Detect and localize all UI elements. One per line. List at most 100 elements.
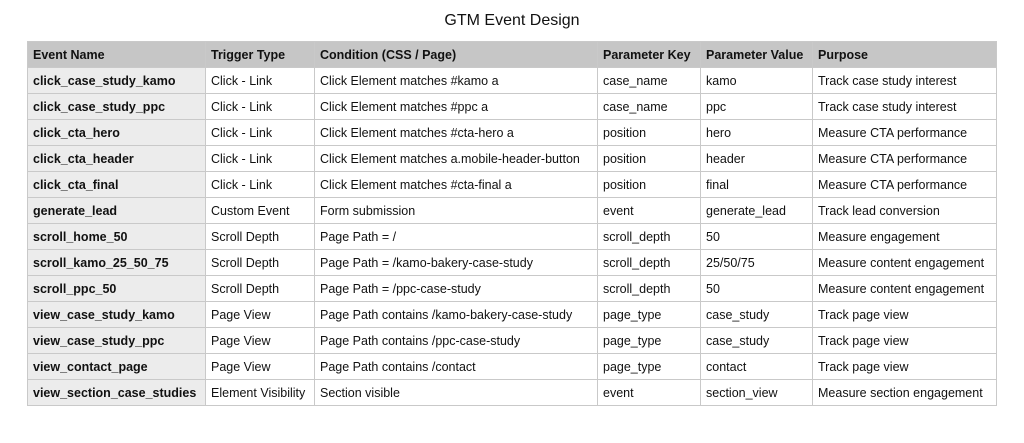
purpose-cell: Measure CTA performance [812, 119, 997, 146]
parameter-key-cell: position [597, 145, 701, 172]
event-name-cell: click_cta_hero [27, 119, 206, 146]
event-name-cell: click_cta_final [27, 171, 206, 198]
parameter-value-cell: case_study [700, 327, 813, 354]
trigger-type-cell: Scroll Depth [205, 223, 315, 250]
trigger-type-cell: Click - Link [205, 93, 315, 120]
event-name-cell: scroll_home_50 [27, 223, 206, 250]
column-header-trigger-type: Trigger Type [205, 41, 315, 68]
condition-cell: Form submission [314, 197, 598, 224]
condition-cell: Click Element matches #ppc a [314, 93, 598, 120]
trigger-type-cell: Click - Link [205, 145, 315, 172]
parameter-key-cell: case_name [597, 67, 701, 94]
trigger-type-cell: Page View [205, 353, 315, 380]
purpose-cell: Track case study interest [812, 93, 997, 120]
purpose-cell: Measure content engagement [812, 249, 997, 276]
parameter-value-cell: ppc [700, 93, 813, 120]
purpose-cell: Measure content engagement [812, 275, 997, 302]
parameter-key-cell: page_type [597, 327, 701, 354]
condition-cell: Page Path = / [314, 223, 598, 250]
condition-cell: Click Element matches #cta-hero a [314, 119, 598, 146]
column-header-event-name: Event Name [27, 41, 206, 68]
purpose-cell: Measure engagement [812, 223, 997, 250]
event-name-cell: click_cta_header [27, 145, 206, 172]
column-header-condition: Condition (CSS / Page) [314, 41, 598, 68]
parameter-key-cell: case_name [597, 93, 701, 120]
parameter-key-cell: event [597, 197, 701, 224]
trigger-type-cell: Click - Link [205, 171, 315, 198]
trigger-type-cell: Click - Link [205, 119, 315, 146]
parameter-value-cell: hero [700, 119, 813, 146]
table-header: Event Name Trigger Type Condition (CSS /… [27, 41, 997, 68]
parameter-key-cell: scroll_depth [597, 275, 701, 302]
parameter-value-cell: final [700, 171, 813, 198]
event-name-cell: scroll_ppc_50 [27, 275, 206, 302]
event-name-cell: generate_lead [27, 197, 206, 224]
condition-cell: Section visible [314, 379, 598, 406]
column-header-parameter-value: Parameter Value [700, 41, 813, 68]
purpose-cell: Measure CTA performance [812, 171, 997, 198]
event-name-cell: view_case_study_kamo [27, 301, 206, 328]
condition-cell: Page Path = /kamo-bakery-case-study [314, 249, 598, 276]
event-name-cell: view_contact_page [27, 353, 206, 380]
event-name-cell: click_case_study_ppc [27, 93, 206, 120]
purpose-cell: Measure section engagement [812, 379, 997, 406]
event-name-cell: view_section_case_studies [27, 379, 206, 406]
condition-cell: Page Path contains /kamo-bakery-case-stu… [314, 301, 598, 328]
event-name-cell: click_case_study_kamo [27, 67, 206, 94]
purpose-cell: Track page view [812, 301, 997, 328]
parameter-key-cell: page_type [597, 353, 701, 380]
parameter-key-cell: page_type [597, 301, 701, 328]
trigger-type-cell: Scroll Depth [205, 275, 315, 302]
trigger-type-cell: Custom Event [205, 197, 315, 224]
purpose-cell: Measure CTA performance [812, 145, 997, 172]
condition-cell: Page Path contains /ppc-case-study [314, 327, 598, 354]
parameter-value-cell: contact [700, 353, 813, 380]
parameter-value-cell: 25/50/75 [700, 249, 813, 276]
parameter-key-cell: position [597, 119, 701, 146]
condition-cell: Page Path = /ppc-case-study [314, 275, 598, 302]
column-header-parameter-key: Parameter Key [597, 41, 701, 68]
purpose-cell: Track page view [812, 353, 997, 380]
parameter-key-cell: position [597, 171, 701, 198]
parameter-value-cell: section_view [700, 379, 813, 406]
column-header-purpose: Purpose [812, 41, 997, 68]
parameter-value-cell: kamo [700, 67, 813, 94]
parameter-value-cell: 50 [700, 275, 813, 302]
page-title: GTM Event Design [444, 12, 580, 29]
purpose-cell: Track case study interest [812, 67, 997, 94]
event-name-cell: view_case_study_ppc [27, 327, 206, 354]
parameter-value-cell: header [700, 145, 813, 172]
parameter-value-cell: case_study [700, 301, 813, 328]
trigger-type-cell: Scroll Depth [205, 249, 315, 276]
purpose-cell: Track page view [812, 327, 997, 354]
trigger-type-cell: Page View [205, 327, 315, 354]
parameter-key-cell: event [597, 379, 701, 406]
event-design-table: Event Name Trigger Type Condition (CSS /… [27, 41, 997, 406]
event-name-cell: scroll_kamo_25_50_75 [27, 249, 206, 276]
condition-cell: Click Element matches a.mobile-header-bu… [314, 145, 598, 172]
parameter-key-cell: scroll_depth [597, 249, 701, 276]
condition-cell: Click Element matches #kamo a [314, 67, 598, 94]
parameter-key-cell: scroll_depth [597, 223, 701, 250]
header-row: Event Name Trigger Type Condition (CSS /… [27, 41, 997, 68]
purpose-cell: Track lead conversion [812, 197, 997, 224]
condition-cell: Page Path contains /contact [314, 353, 598, 380]
condition-cell: Click Element matches #cta-final a [314, 171, 598, 198]
trigger-type-cell: Page View [205, 301, 315, 328]
parameter-value-cell: generate_lead [700, 197, 813, 224]
parameter-value-cell: 50 [700, 223, 813, 250]
trigger-type-cell: Element Visibility [205, 379, 315, 406]
